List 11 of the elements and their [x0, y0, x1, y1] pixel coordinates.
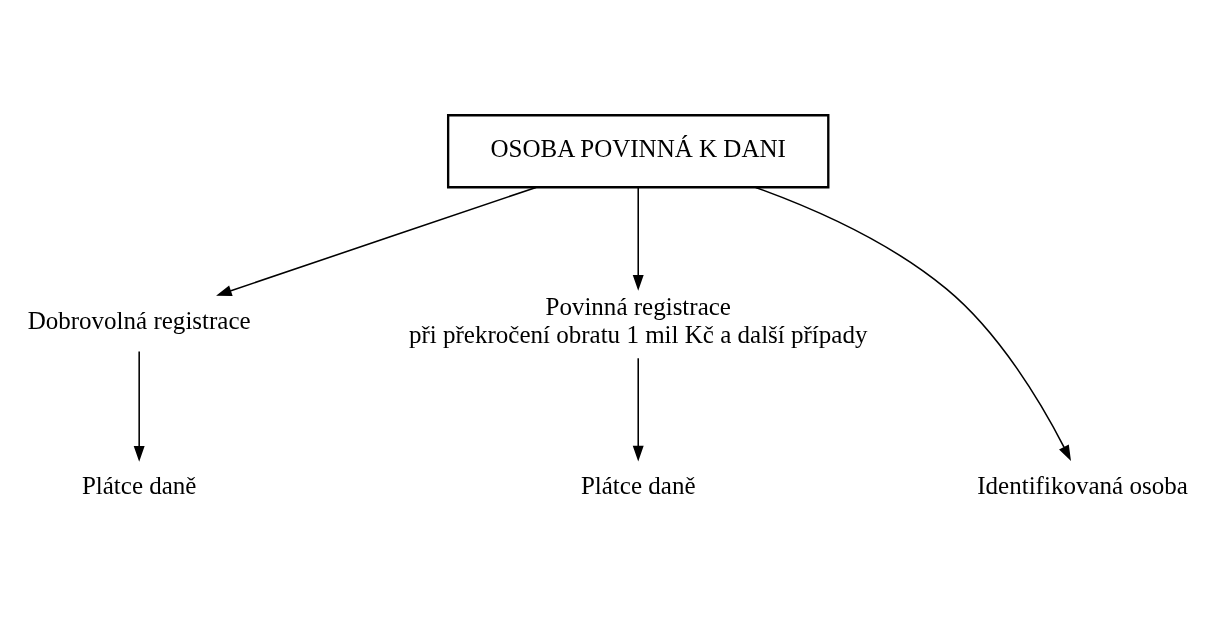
arrow	[216, 186, 537, 296]
node-text: Dobrovolná registrace	[27, 307, 251, 335]
node-text: Plátce daně	[81, 471, 197, 499]
node-text: Plátce daně	[580, 471, 696, 499]
arrow	[133, 350, 145, 462]
arrow	[632, 186, 644, 291]
node-text: Identifikovaná osoba	[977, 471, 1188, 499]
arrow	[754, 186, 1071, 461]
node-text: Povinná registrace při překročení obratu 1 mil Kč a další případy	[408, 293, 868, 349]
arrow	[632, 357, 644, 462]
node-box: OSOBA POVINNÁ K DANI	[446, 114, 830, 189]
